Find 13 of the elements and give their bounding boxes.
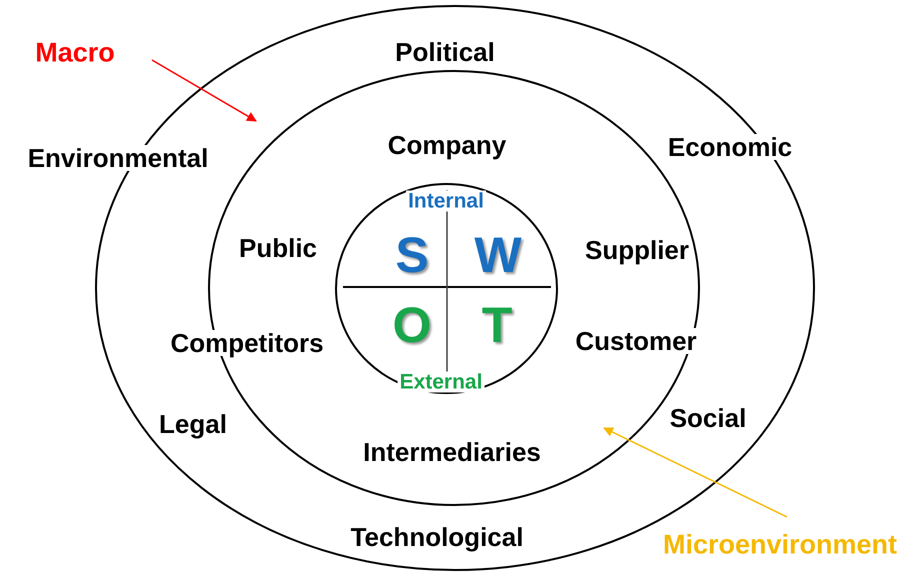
- swot-axis-label: External: [398, 372, 484, 392]
- swot-letter: S: [395, 230, 429, 280]
- callout-label: Microenvironment: [662, 532, 898, 558]
- swot-letter: O: [392, 300, 432, 350]
- arrow: [152, 59, 257, 122]
- factor-label: Supplier: [583, 237, 691, 263]
- callout-label: Macro: [35, 40, 115, 66]
- swot-circle: [335, 183, 558, 394]
- arrow: [603, 427, 788, 518]
- swot-axis-label: Internal: [406, 190, 486, 212]
- swot-letter: W: [474, 230, 522, 280]
- factor-label: Customer: [573, 328, 699, 354]
- swot-letter: T: [482, 300, 512, 350]
